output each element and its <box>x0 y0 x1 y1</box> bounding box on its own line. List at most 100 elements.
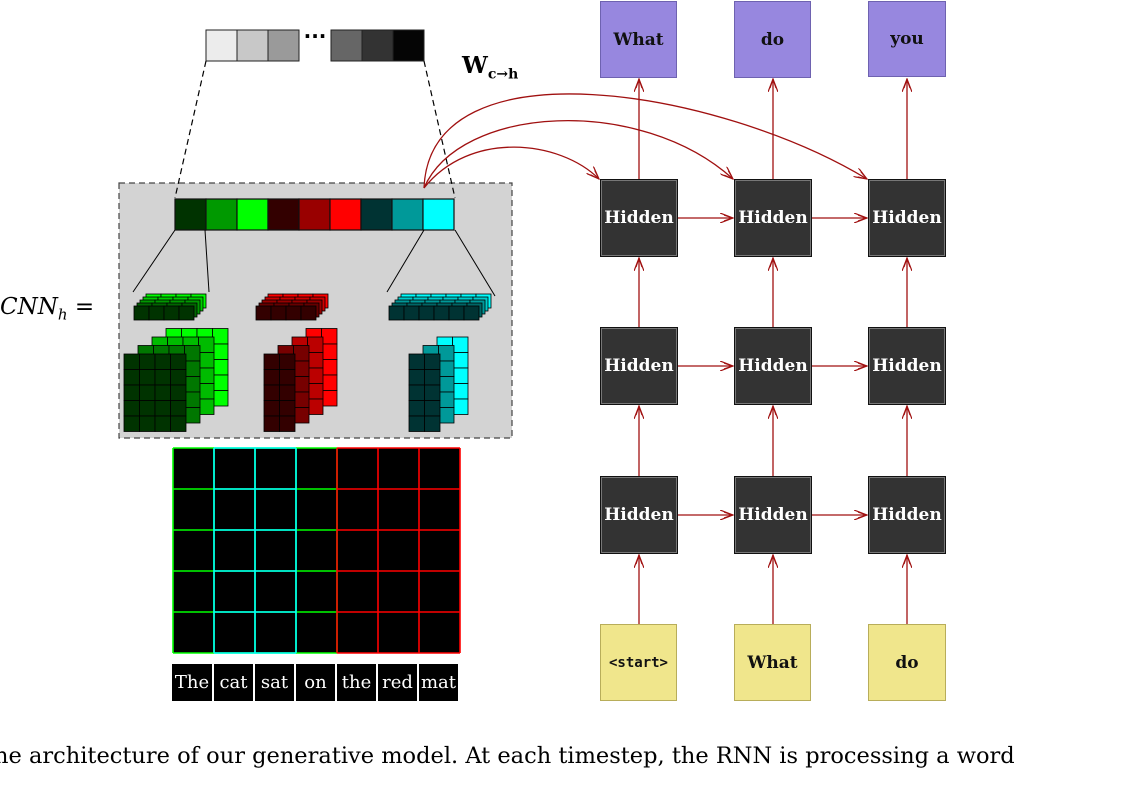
feature-map-cyan <box>452 383 469 400</box>
funnel-line <box>204 229 210 293</box>
sentence-word-1: The <box>172 664 212 701</box>
feature-map-red <box>307 367 324 384</box>
cnn-text: CNN <box>0 294 58 320</box>
feature-map-red <box>321 390 338 407</box>
hidden-1-2: Hidden <box>734 179 812 257</box>
feature-map-cyan <box>408 415 425 432</box>
feature-map-red <box>293 345 310 362</box>
top-vector-cell <box>361 29 394 62</box>
feature-map-green <box>212 328 229 345</box>
funnel-line <box>386 229 425 293</box>
feature-map-cyan <box>452 367 469 384</box>
sentence-word-3: sat <box>255 664 294 701</box>
feature-map-green <box>139 400 156 417</box>
output-word-2: do <box>734 1 811 78</box>
pooled-slab-red <box>285 305 302 321</box>
pooled-slab-red <box>300 305 317 321</box>
input-word-1: <start> <box>600 624 677 701</box>
feature-map-cyan <box>408 369 425 386</box>
feature-vector-cell <box>422 198 455 231</box>
feature-map-red <box>279 415 296 432</box>
cnn-subscript: h <box>57 305 68 324</box>
feature-map-green <box>170 415 187 432</box>
feature-map-green <box>198 352 215 369</box>
feature-map-red <box>279 369 296 386</box>
feature-map-green <box>184 360 201 377</box>
feature-map-green <box>123 369 140 386</box>
feature-map-red <box>279 400 296 417</box>
feature-map-green <box>184 345 201 362</box>
feature-map-red <box>307 383 324 400</box>
input-word-3: do <box>868 624 946 701</box>
feature-vector-cell <box>205 198 238 231</box>
top-vector-cell <box>236 29 269 62</box>
arrow-cnn-to-hidden <box>423 146 599 189</box>
zoom-line-right <box>423 60 456 199</box>
hidden-3-2: Hidden <box>734 476 812 554</box>
feature-map-green <box>212 359 229 376</box>
pooled-slab-cyan <box>418 305 435 321</box>
feature-map-green <box>170 384 187 401</box>
input-word-2: What <box>734 624 811 701</box>
feature-map-green <box>198 367 215 384</box>
feature-map-red <box>263 400 280 417</box>
feature-map-cyan <box>424 353 441 370</box>
feature-map-cyan <box>452 352 469 369</box>
pooled-slab-green <box>178 305 195 321</box>
feature-map-green <box>184 391 201 408</box>
feature-map-red <box>293 360 310 377</box>
feature-map-green <box>198 383 215 400</box>
feature-map-green <box>154 384 171 401</box>
feature-map-red <box>321 359 338 376</box>
feature-vector-cell <box>329 198 362 231</box>
sentence-word-7: mat <box>419 664 458 701</box>
feature-vector-cell <box>236 198 269 231</box>
feature-map-red <box>279 353 296 370</box>
sentence-word-6: red <box>378 664 417 701</box>
feature-map-green <box>139 353 156 370</box>
weight-text: W <box>462 52 488 79</box>
top-vector-cell <box>330 29 363 62</box>
feature-map-green <box>184 376 201 393</box>
feature-map-cyan <box>408 384 425 401</box>
arrow-cnn-to-hidden <box>423 93 867 189</box>
feature-map-red <box>293 407 310 424</box>
feature-map-cyan <box>424 384 441 401</box>
feature-map-green <box>154 353 171 370</box>
cnn-equals: = <box>67 294 95 320</box>
feature-map-green <box>212 343 229 360</box>
feature-map-red <box>293 391 310 408</box>
feature-map-green <box>139 415 156 432</box>
pooled-slab-red <box>270 305 287 321</box>
weight-label: Wc→h <box>462 52 518 83</box>
pooled-slab-red <box>255 305 272 321</box>
feature-map-cyan <box>438 407 455 424</box>
arrow-cnn-to-hidden <box>423 120 733 189</box>
feature-map-cyan <box>408 353 425 370</box>
feature-map-green <box>170 353 187 370</box>
feature-map-cyan <box>438 360 455 377</box>
feature-map-red <box>321 374 338 391</box>
feature-vector-cell <box>174 198 207 231</box>
feature-map-red <box>307 398 324 415</box>
weight-subscript: c→h <box>487 66 519 83</box>
feature-map-green <box>198 336 215 353</box>
feature-map-cyan <box>438 376 455 393</box>
pooled-slab-green <box>148 305 165 321</box>
hidden-1-1: Hidden <box>600 179 678 257</box>
sentence-word-4: on <box>296 664 335 701</box>
hidden-2-1: Hidden <box>600 327 678 405</box>
top-vector-cell <box>205 29 238 62</box>
pooled-slab-cyan <box>388 305 405 321</box>
feature-map-cyan <box>438 345 455 362</box>
feature-map-red <box>279 384 296 401</box>
feature-vector-cell <box>391 198 424 231</box>
pooled-slab-green <box>163 305 180 321</box>
feature-map-cyan <box>452 336 469 353</box>
funnel-line <box>454 229 496 297</box>
sentence-word-5: the <box>337 664 376 701</box>
pooled-slab-cyan <box>463 305 480 321</box>
hidden-2-3: Hidden <box>868 327 946 405</box>
